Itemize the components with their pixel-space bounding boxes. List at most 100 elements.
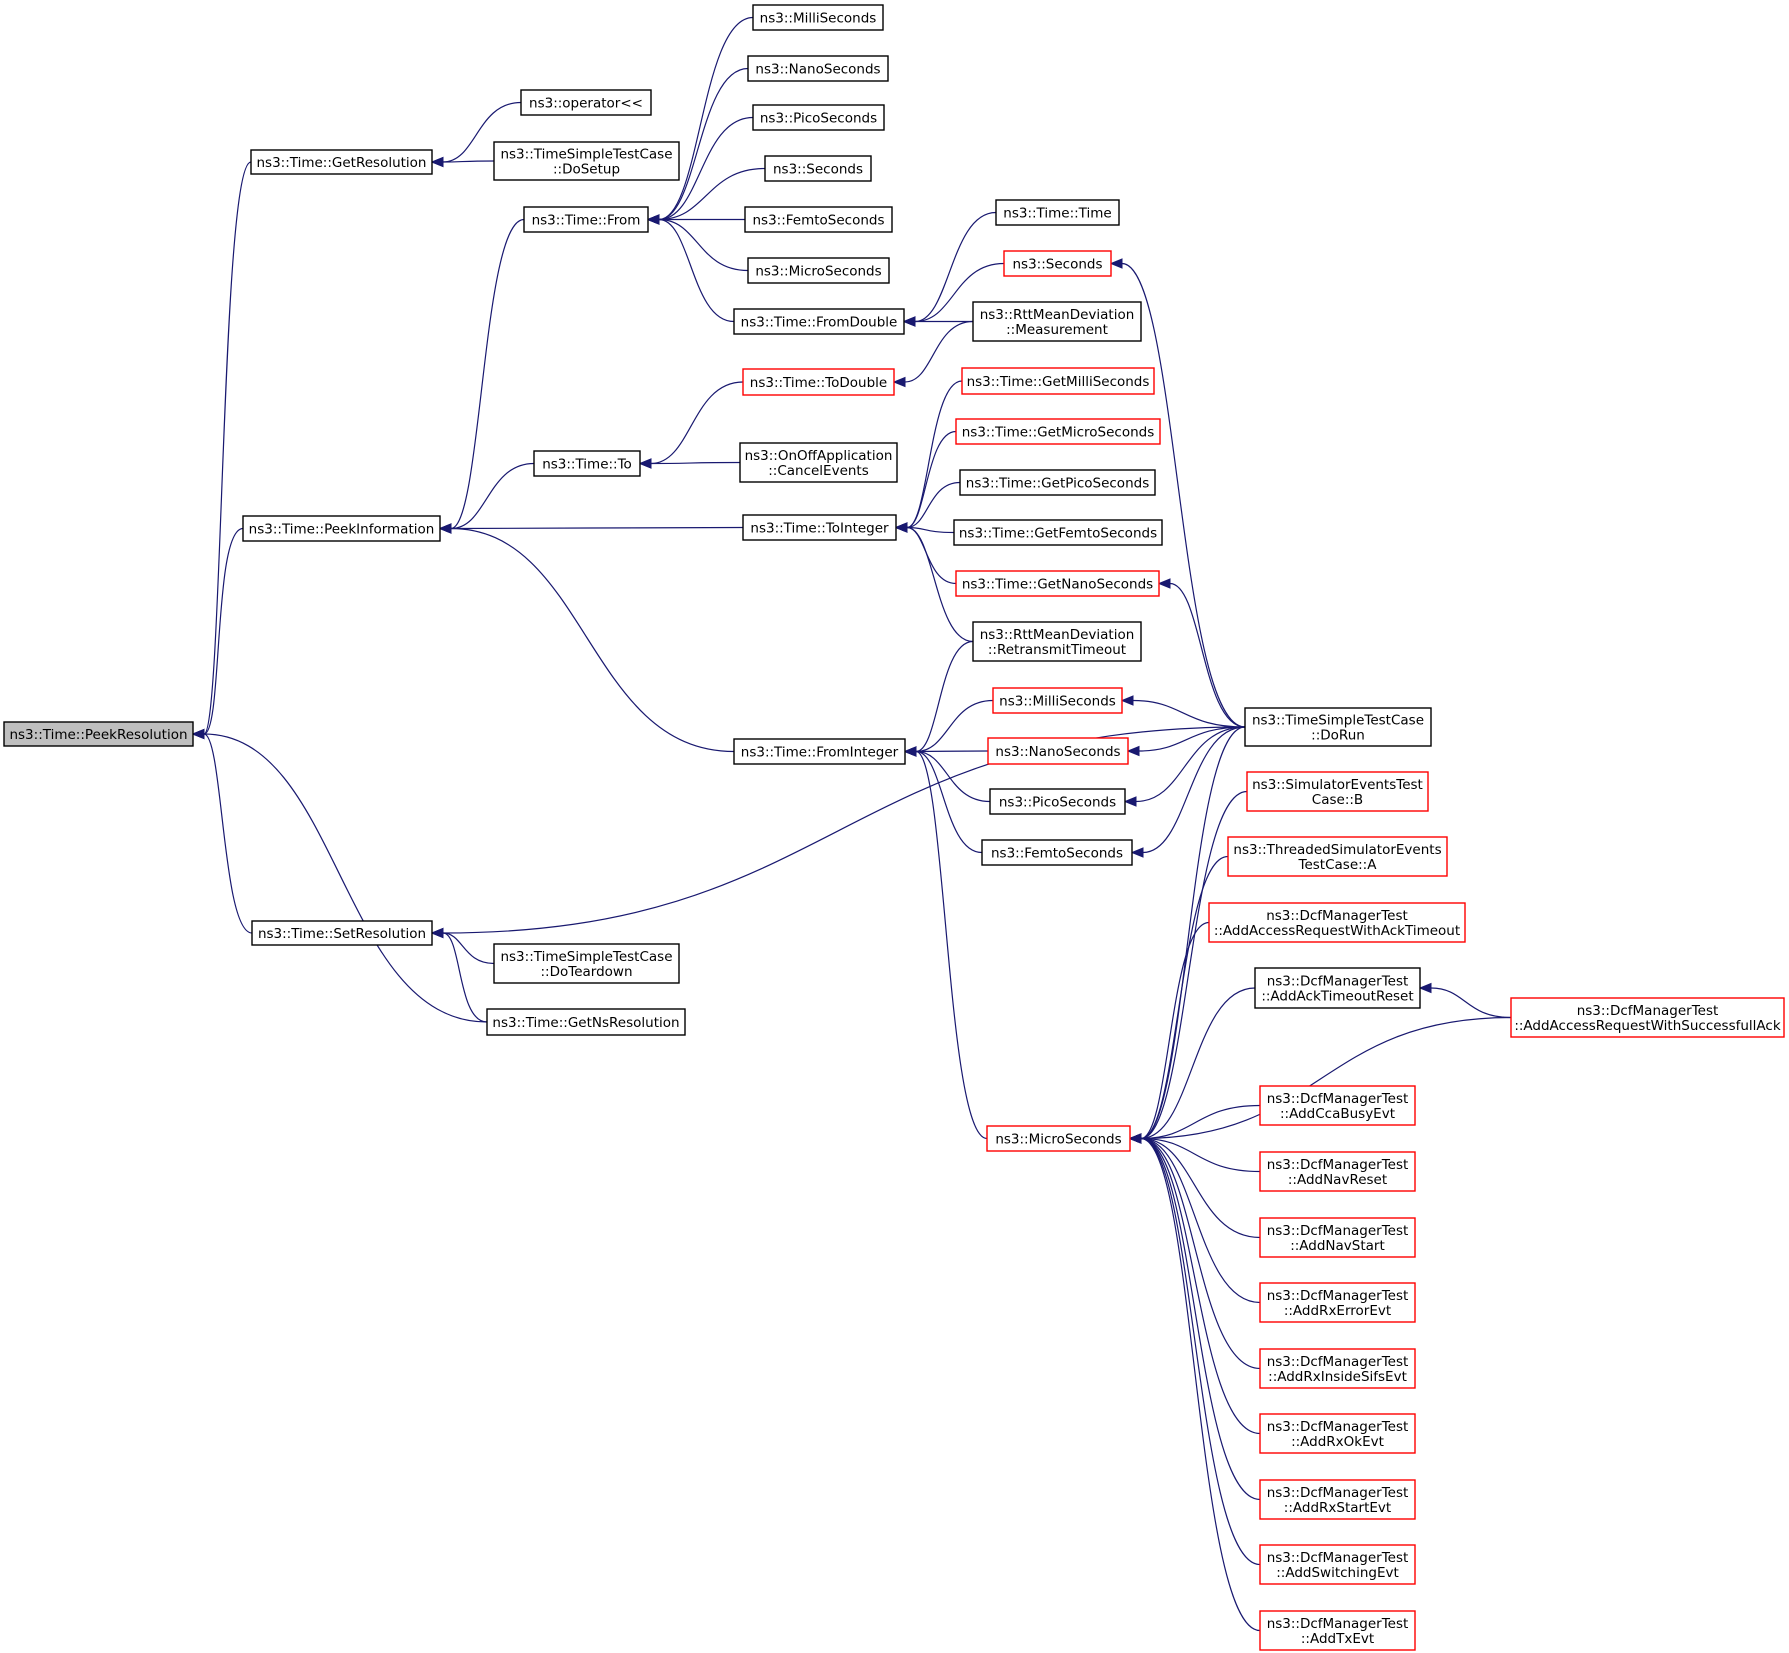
node-us-top[interactable]: ns3::MicroSeconds [747,257,890,284]
node-dcf-switching[interactable]: ns3::DcfManagerTest::AddSwitchingEvt [1259,1544,1416,1585]
node-dcf-successful-ack[interactable]: ns3::DcfManagerTest::AddAccessRequestWit… [1510,997,1785,1038]
node-box [955,418,1161,445]
node-label: ns3::NanoSeconds [755,62,880,78]
node-get-resolution[interactable]: ns3::Time::GetResolution [250,149,433,175]
call-edge [191,527,244,740]
node-ps-mid[interactable]: ns3::PicoSeconds [989,788,1126,815]
node-dcf-rx-sifs[interactable]: ns3::DcfManagerTest::AddRxInsideSifsEvt [1259,1348,1416,1389]
node-simple-do-teardown[interactable]: ns3::TimeSimpleTestCase::DoTeardown [493,943,680,984]
node-box [995,199,1120,226]
node-time-time[interactable]: ns3::Time::Time [995,199,1120,226]
call-edge-line [658,67,749,221]
node-box [486,1008,686,1036]
node-get-ns-resolution[interactable]: ns3::Time::GetNsResolution [486,1008,686,1036]
node-get-ns[interactable]: ns3::Time::GetNanoSeconds [955,570,1160,597]
node-rtt-measurement[interactable]: ns3::RttMeanDeviation::Measurement [972,301,1142,342]
node-fs-mid[interactable]: ns3::FemtoSeconds [981,839,1133,866]
node-label: ns3::MilliSeconds [760,11,877,27]
node-to-double[interactable]: ns3::Time::ToDouble [742,368,895,396]
node-s-top[interactable]: ns3::Seconds [764,155,872,182]
call-edge [191,728,488,1023]
node-rtt-retransmit[interactable]: ns3::RttMeanDeviation::RetransmitTimeout [972,621,1142,662]
node-to-integer[interactable]: ns3::Time::ToInteger [742,514,897,541]
node-dcf-nav-reset[interactable]: ns3::DcfManagerTest::AddNavReset [1259,1151,1416,1192]
node-operator-ll[interactable]: ns3::operator<< [520,89,652,116]
node-set-resolution[interactable]: ns3::Time::SetResolution [251,920,433,946]
call-edge [1123,726,1246,807]
node-box [972,621,1142,662]
node-dcf-rx-start[interactable]: ns3::DcfManagerTest::AddRxStartEvt [1259,1479,1416,1520]
node-label: ns3::DcfManagerTest [1267,1091,1409,1107]
node-label: ::AddRxStartEvt [1284,1500,1391,1516]
node-label: ns3::Time::FromInteger [741,745,899,761]
node-us-red[interactable]: ns3::MicroSeconds [986,1125,1131,1152]
call-edge-line [450,462,535,530]
node-label: ns3::Time::GetResolution [256,155,426,171]
call-edge [638,458,741,469]
node-fs-top[interactable]: ns3::FemtoSeconds [744,206,893,233]
node-box [1244,707,1432,747]
node-box [1510,997,1785,1038]
call-edge-arrowhead [894,522,908,533]
node-box [242,515,441,542]
call-edge-line [1140,1137,1261,1239]
node-simple-do-run[interactable]: ns3::TimeSimpleTestCase::DoRun [1244,707,1432,747]
node-get-ms[interactable]: ns3::Time::GetMilliSeconds [961,367,1155,395]
call-edge-line [203,733,488,1023]
node-dcf-ack-timeout[interactable]: ns3::DcfManagerTest::AddAccessRequestWit… [1208,902,1466,943]
node-time-to[interactable]: ns3::Time::To [533,450,641,477]
node-get-ps[interactable]: ns3::Time::GetPicoSeconds [959,469,1156,496]
node-label: ns3::DcfManagerTest [1267,1354,1409,1370]
node-label: ns3::Time::GetMicroSeconds [962,425,1155,441]
call-edge [638,381,744,469]
node-from-integer[interactable]: ns3::Time::FromInteger [733,738,906,765]
node-dcf-rx-ok[interactable]: ns3::DcfManagerTest::AddRxOkEvt [1259,1413,1416,1454]
node-box [752,4,884,31]
node-peek-resolution[interactable]: ns3::Time::PeekResolution [3,721,194,747]
node-label: ::AddRxErrorEvt [1284,1303,1391,1319]
node-time-from[interactable]: ns3::Time::From [523,206,649,233]
node-box [733,308,905,335]
node-box [733,738,906,765]
call-edge [894,430,957,533]
node-simple-do-setup[interactable]: ns3::TimeSimpleTestCase::DoSetup [493,141,680,181]
node-label: ns3::Time::GetPicoSeconds [966,476,1149,492]
node-label: ns3::Time::PeekInformation [249,522,435,538]
node-box [752,104,885,131]
node-dcf-ack-reset[interactable]: ns3::DcfManagerTest::AddAckTimeoutReset [1254,967,1421,1009]
call-edge-line [1140,1104,1261,1140]
call-edge-line [450,218,525,530]
call-edge-line [203,161,252,735]
node-peek-information[interactable]: ns3::Time::PeekInformation [242,515,441,542]
node-ms-top[interactable]: ns3::MilliSeconds [752,4,884,31]
call-edge-line [658,116,754,221]
node-ps-top[interactable]: ns3::PicoSeconds [752,104,885,131]
node-ns-mid[interactable]: ns3::NanoSeconds [987,737,1129,765]
node-dcf-nav-start[interactable]: ns3::DcfManagerTest::AddNavStart [1259,1217,1416,1258]
node-dcf-rx-error[interactable]: ns3::DcfManagerTest::AddRxErrorEvt [1259,1282,1416,1323]
node-get-us[interactable]: ns3::Time::GetMicroSeconds [955,418,1161,445]
node-ns-top[interactable]: ns3::NanoSeconds [747,55,889,82]
node-seconds-red[interactable]: ns3::Seconds [1003,250,1112,277]
node-label: ::DoRun [1311,728,1365,744]
node-box [493,141,680,181]
node-get-fs[interactable]: ns3::Time::GetFemtoSeconds [953,519,1163,546]
call-edge-line [906,526,974,643]
call-edge-line [1140,1137,1261,1173]
node-ms-mid[interactable]: ns3::MilliSeconds [992,687,1123,714]
node-label: ns3::FemtoSeconds [991,846,1123,862]
node-onoff-cancel[interactable]: ns3::OnOffApplication::CancelEvents [739,442,898,483]
call-edge-line [906,526,955,534]
node-label: TestCase::A [1298,857,1378,873]
node-from-double[interactable]: ns3::Time::FromDouble [733,308,905,335]
node-dcf-tx[interactable]: ns3::DcfManagerTest::AddTxEvt [1259,1610,1416,1651]
node-box [989,788,1126,815]
node-dcf-cca-busy[interactable]: ns3::DcfManagerTest::AddCcaBusyEvt [1259,1085,1416,1126]
node-box [961,367,1155,395]
call-edge-line [1132,699,1246,728]
call-edge [892,320,974,388]
node-box [251,920,433,946]
node-label: ns3::OnOffApplication [745,448,893,464]
